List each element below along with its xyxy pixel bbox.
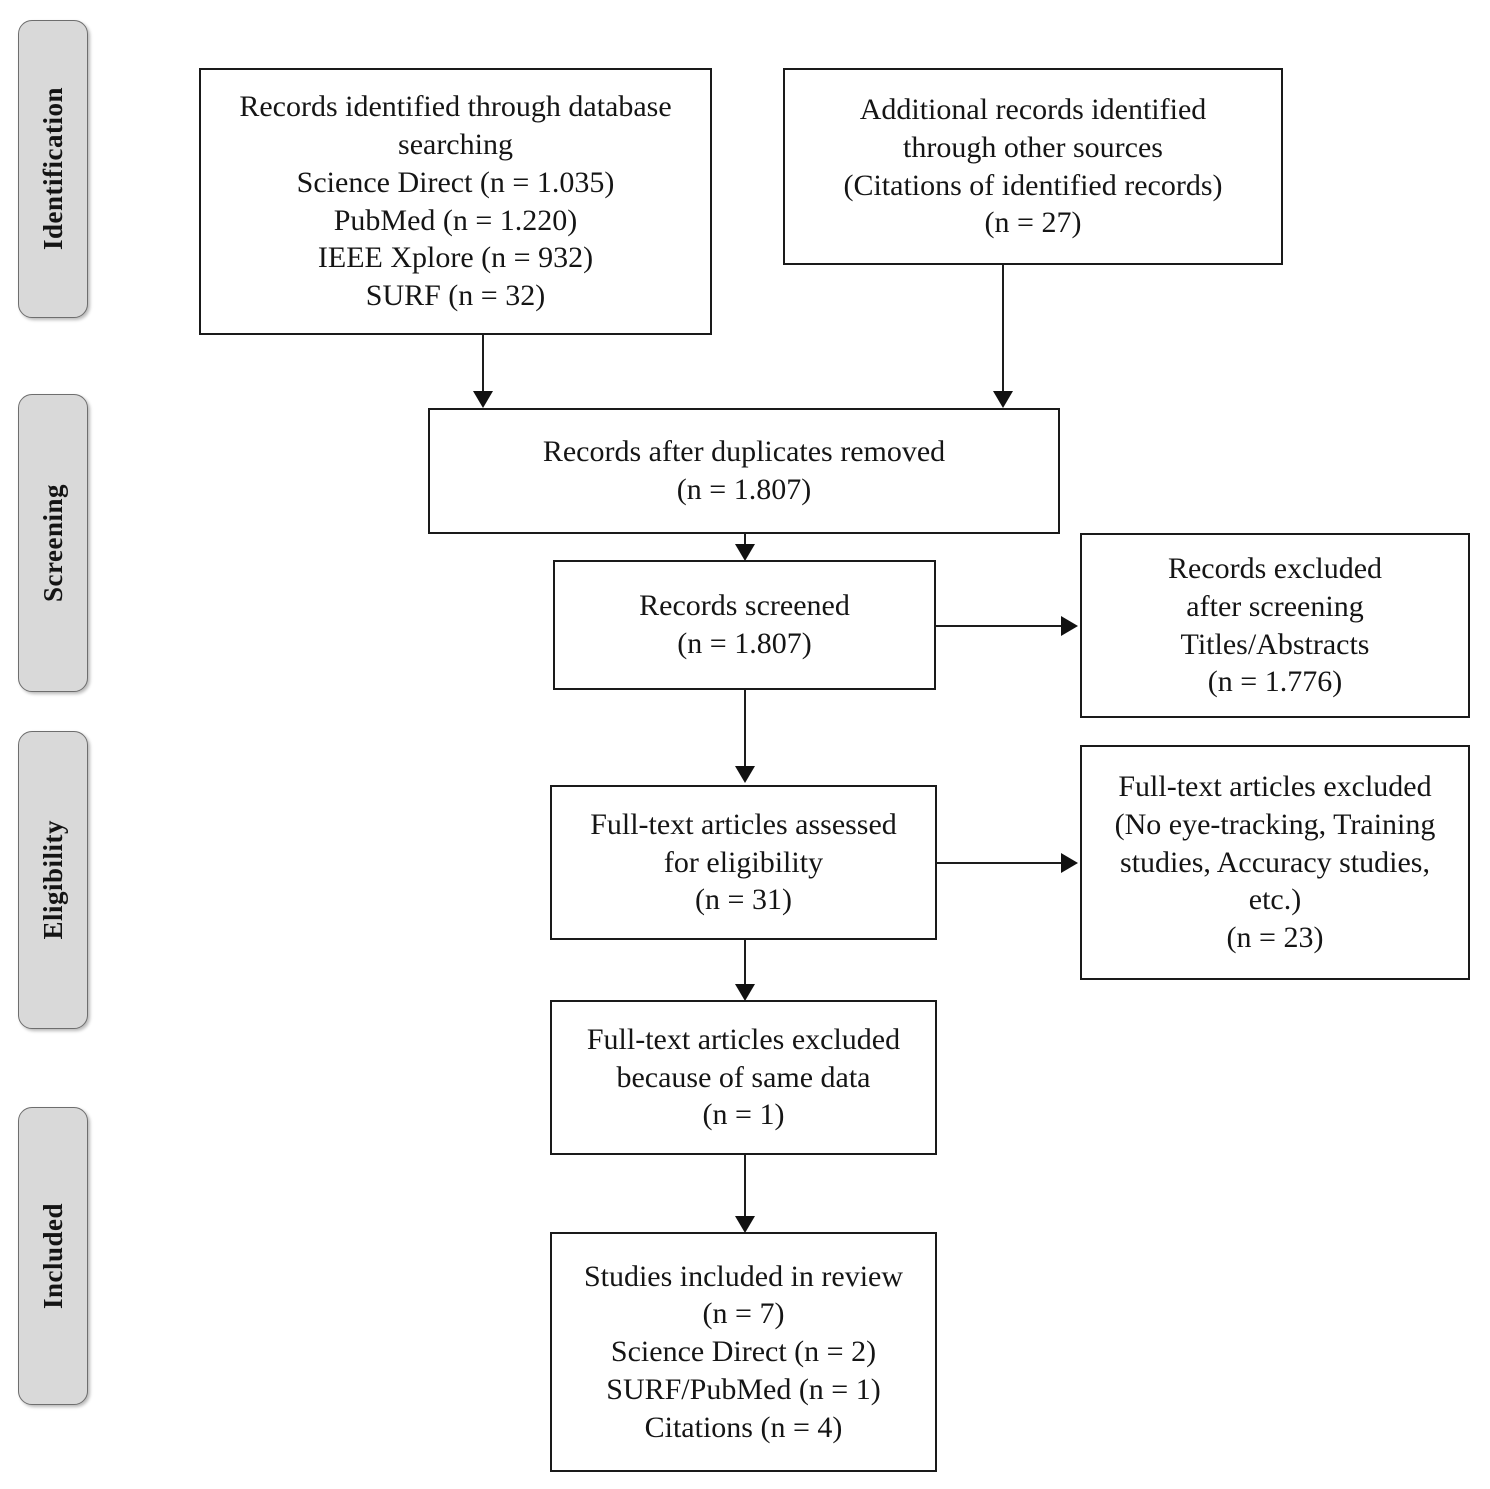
box-records-after-duplicates-removed: Records after duplicates removed (n = 1.… xyxy=(428,408,1060,534)
arrowhead-same-data-to-included xyxy=(735,1216,755,1233)
box-additional-records-other-sources: Additional records identified through ot… xyxy=(783,68,1283,265)
connector-other-sources-to-duplicates xyxy=(1002,265,1004,393)
box-records-identified-database: Records identified through database sear… xyxy=(199,68,712,335)
stage-tab-eligibility-label: Eligibility xyxy=(37,820,68,940)
stage-tab-screening-label: Screening xyxy=(37,484,68,602)
arrowhead-fulltext-assessed-to-excluded-reasons xyxy=(1061,853,1078,873)
connector-screened-to-fulltext-assessed xyxy=(744,690,746,768)
box-records-identified-database-text: Records identified through database sear… xyxy=(239,90,672,313)
stage-tab-eligibility: Eligibility xyxy=(18,731,88,1029)
connector-screened-to-excluded xyxy=(936,625,1063,627)
stage-tab-screening: Screening xyxy=(18,394,88,692)
connector-fulltext-assessed-to-excluded-reasons xyxy=(937,862,1063,864)
arrowhead-screened-to-excluded xyxy=(1061,616,1078,636)
box-studies-included-in-review-text: Studies included in review (n = 7) Scien… xyxy=(583,1259,904,1444)
stage-tab-identification-label: Identification xyxy=(37,87,68,251)
box-records-excluded-after-screening-text: Records excluded after screening Titles/… xyxy=(1167,551,1383,699)
box-records-excluded-after-screening: Records excluded after screening Titles/… xyxy=(1080,533,1470,718)
box-fulltext-articles-assessed: Full-text articles assessed for eligibil… xyxy=(550,785,937,940)
arrowhead-screened-to-fulltext-assessed xyxy=(735,766,755,783)
box-fulltext-articles-excluded-reasons-text: Full-text articles excluded (No eye-trac… xyxy=(1114,770,1436,955)
box-fulltext-articles-excluded-reasons: Full-text articles excluded (No eye-trac… xyxy=(1080,745,1470,980)
box-studies-included-in-review: Studies included in review (n = 7) Scien… xyxy=(550,1232,937,1472)
connector-database-to-duplicates xyxy=(482,335,484,393)
box-records-screened: Records screened (n = 1.807) xyxy=(553,560,936,690)
connector-same-data-to-included xyxy=(744,1155,746,1219)
box-fulltext-articles-assessed-text: Full-text articles assessed for eligibil… xyxy=(590,807,897,917)
box-fulltext-articles-excluded-same-data-text: Full-text articles excluded because of s… xyxy=(586,1022,901,1132)
arrowhead-database-to-duplicates xyxy=(473,391,493,408)
arrowhead-duplicates-to-screened xyxy=(735,544,755,561)
stage-tab-identification: Identification xyxy=(18,20,88,318)
connector-fulltext-assessed-to-same-data xyxy=(744,940,746,988)
stage-tab-included-label: Included xyxy=(37,1202,68,1310)
connector-duplicates-to-screened xyxy=(744,534,746,546)
box-fulltext-articles-excluded-same-data: Full-text articles excluded because of s… xyxy=(550,1000,937,1155)
arrowhead-other-sources-to-duplicates xyxy=(993,391,1013,408)
box-additional-records-other-sources-text: Additional records identified through ot… xyxy=(843,92,1223,240)
arrowhead-fulltext-assessed-to-same-data xyxy=(735,984,755,1001)
box-records-after-duplicates-removed-text: Records after duplicates removed (n = 1.… xyxy=(542,435,946,506)
box-records-screened-text: Records screened (n = 1.807) xyxy=(639,589,850,660)
stage-tab-included: Included xyxy=(18,1107,88,1405)
